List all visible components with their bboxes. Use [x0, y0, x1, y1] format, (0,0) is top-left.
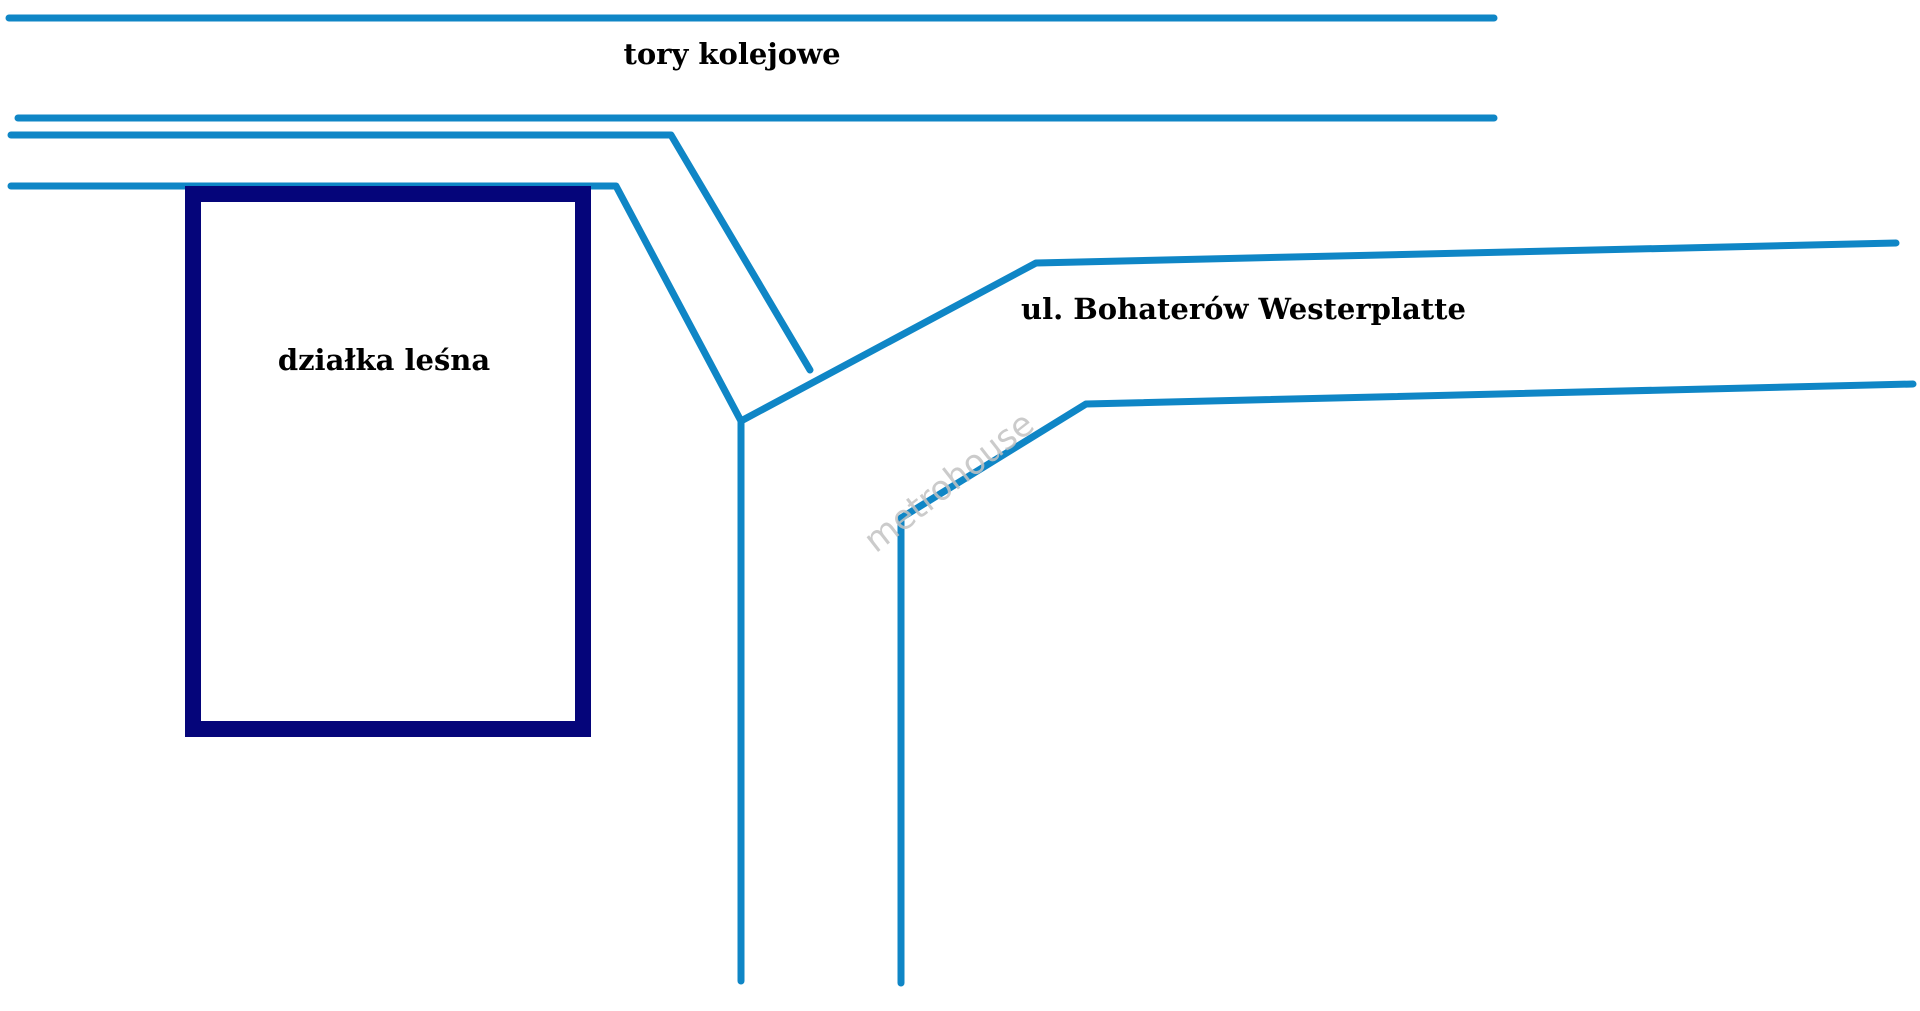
parcel-label: działka leśna — [278, 343, 491, 377]
street-edge-lower — [897, 380, 1917, 987]
street-label: ul. Bohaterów Westerplatte — [1021, 292, 1466, 326]
road-edge-upper-left — [7, 131, 814, 374]
street-edge-upper — [737, 239, 1900, 425]
road-lines — [7, 131, 1917, 987]
watermark: metrohouse — [857, 404, 1042, 561]
road-edge-left-vertical — [7, 182, 745, 985]
railway-lines — [5, 14, 1498, 122]
railway-label: tory kolejowe — [623, 37, 840, 71]
parcel-outline — [185, 186, 591, 737]
